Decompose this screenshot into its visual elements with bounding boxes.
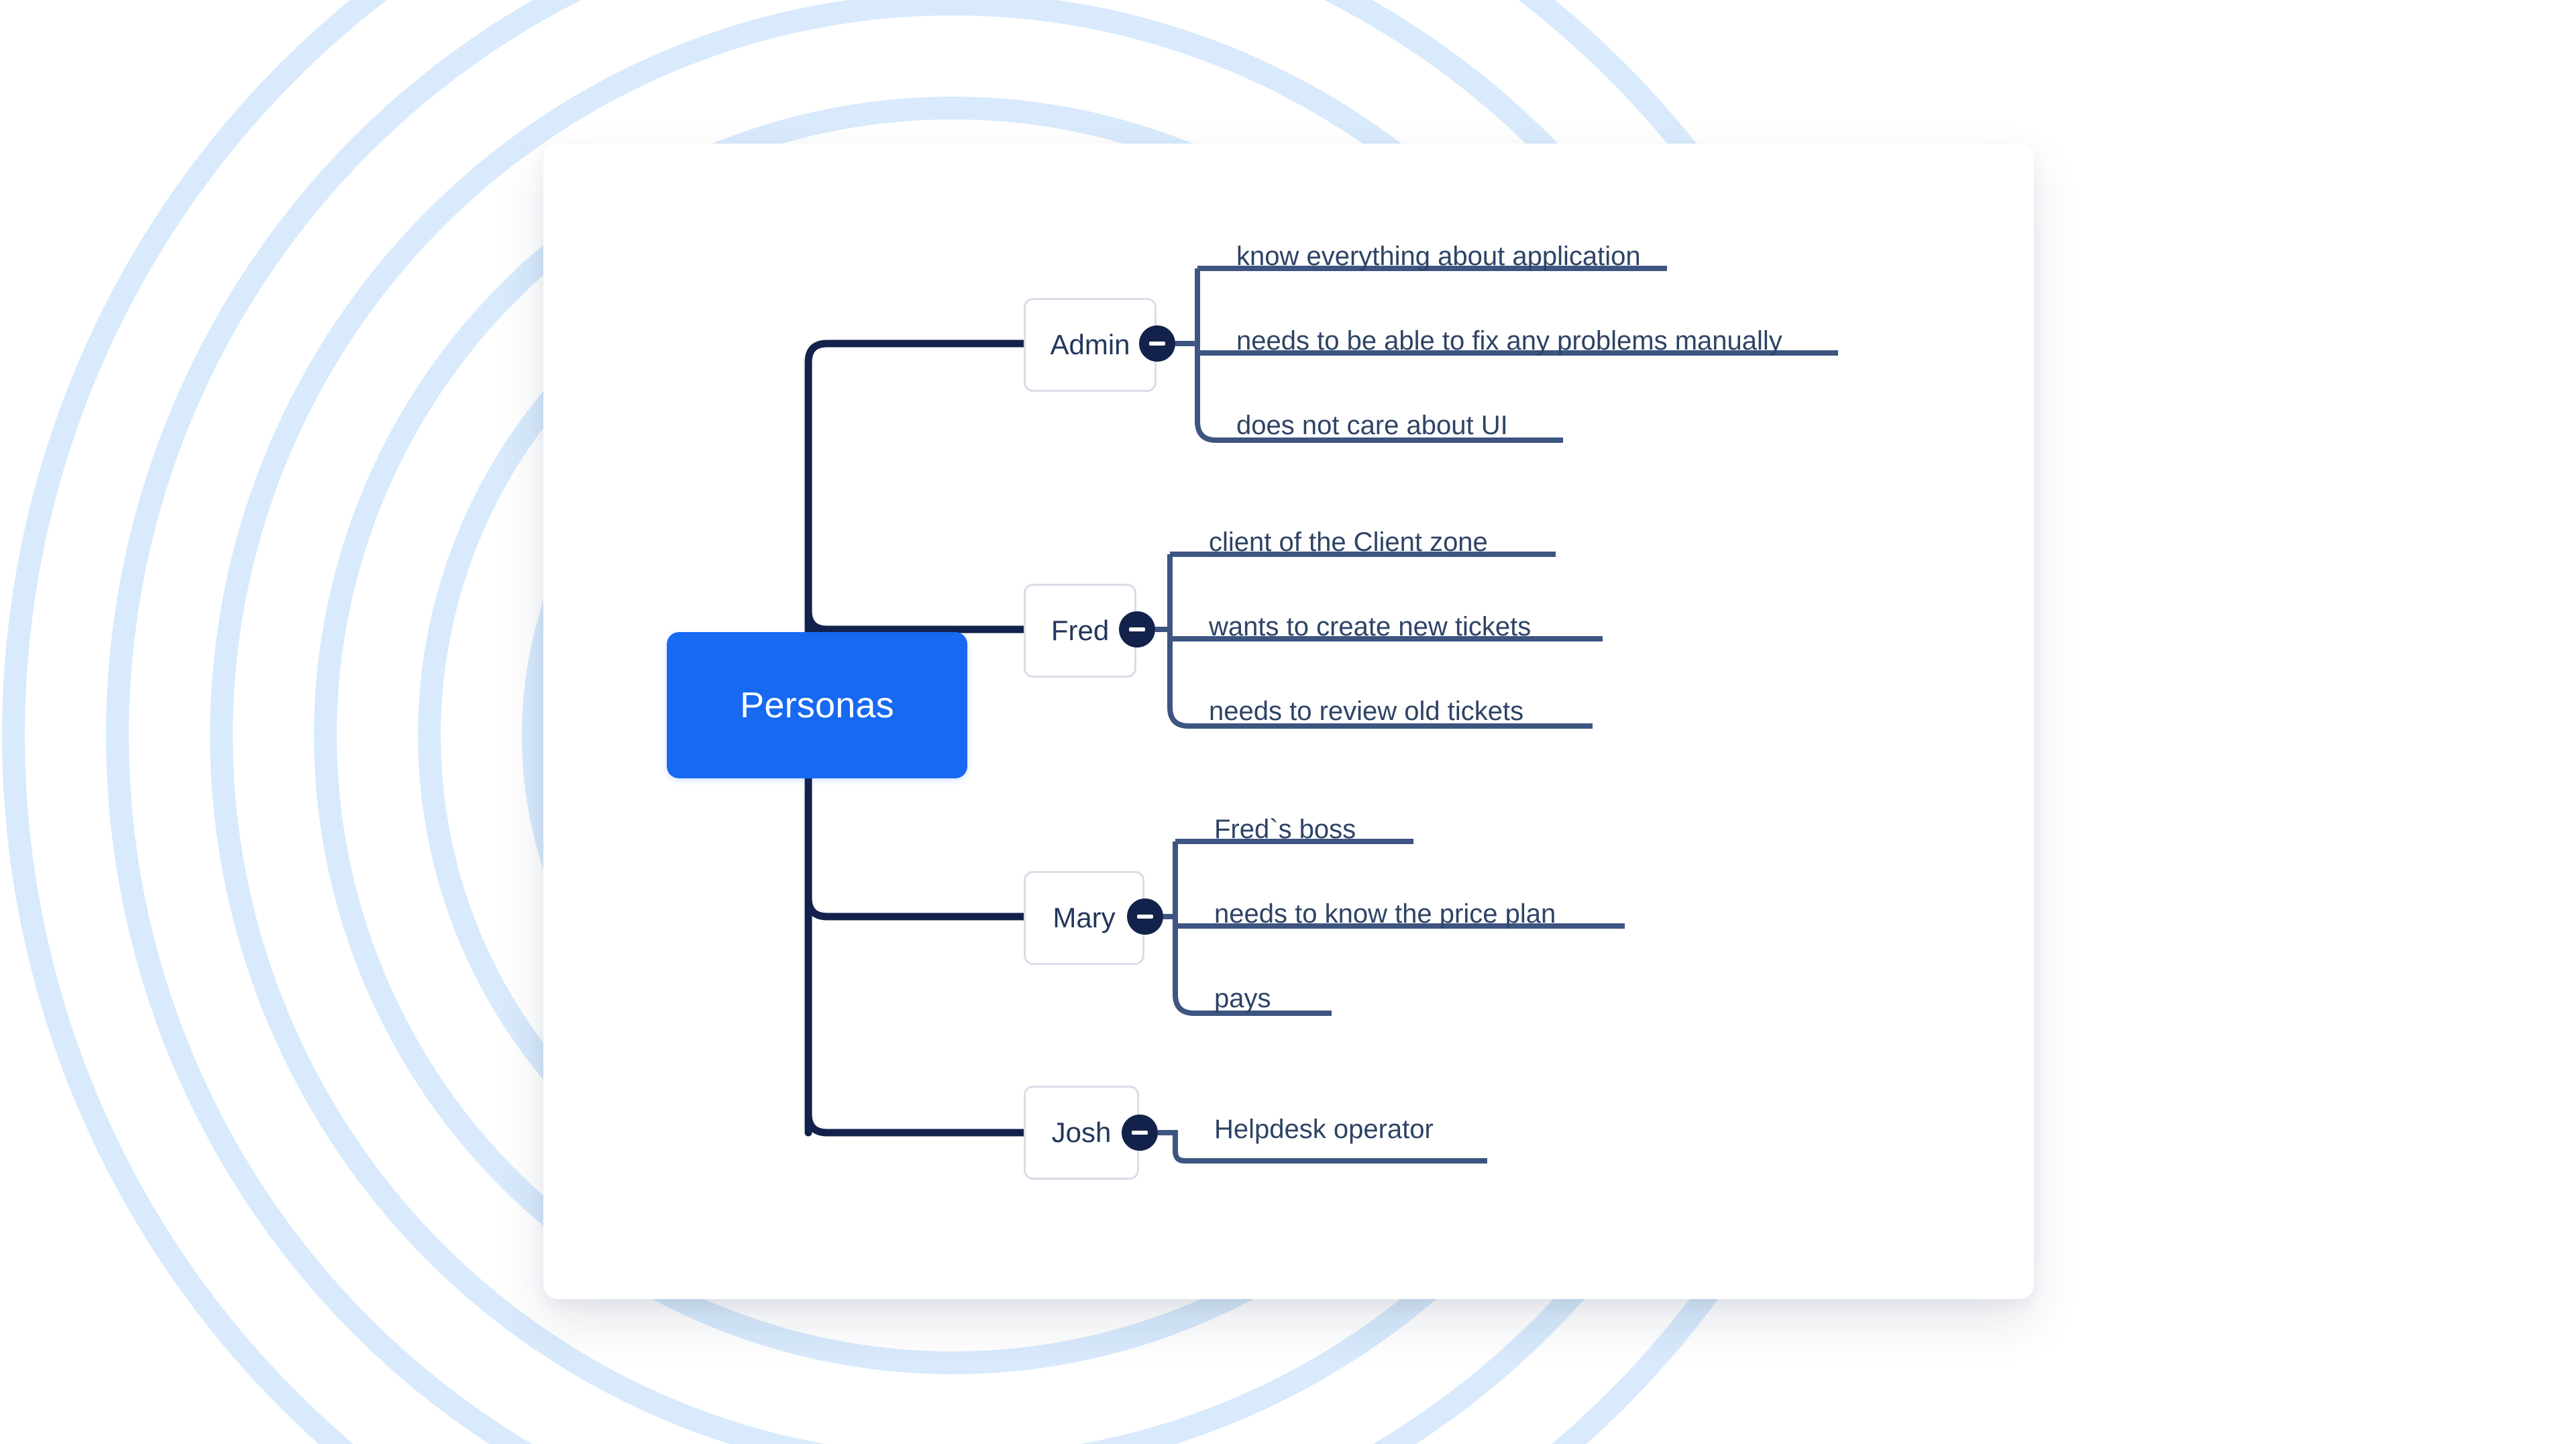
- persona-box-admin[interactable]: Admin: [1024, 298, 1157, 392]
- collapse-toggle-fred[interactable]: [1119, 611, 1155, 648]
- persona-box-mary[interactable]: Mary: [1024, 871, 1144, 965]
- minus-icon: [1137, 915, 1153, 919]
- leaf-label-fred-1: client of the Client zone: [1209, 527, 1488, 557]
- leaf-label-admin-2: needs to be able to fix any problems man…: [1236, 326, 1782, 356]
- root-node-label: Personas: [740, 685, 894, 725]
- minus-icon: [1149, 342, 1165, 346]
- persona-box-josh[interactable]: Josh: [1024, 1086, 1139, 1180]
- leaf-label-fred-2: wants to create new tickets: [1209, 612, 1532, 641]
- collapse-toggle-josh[interactable]: [1122, 1115, 1158, 1151]
- leaf-label-mary-1: Fred`s boss: [1214, 815, 1356, 844]
- leaf-label-mary-2: needs to know the price plan: [1214, 899, 1556, 929]
- leaf-label-admin-3: does not care about UI: [1236, 411, 1508, 440]
- persona-box-fred[interactable]: Fred: [1024, 584, 1136, 678]
- leaf-label-fred-3: needs to review old tickets: [1209, 697, 1524, 726]
- persona-label-fred: Fred: [1051, 615, 1110, 646]
- persona-label-mary: Mary: [1053, 902, 1116, 933]
- minus-icon: [1132, 1131, 1148, 1135]
- leaf-label-josh-1: Helpdesk operator: [1214, 1115, 1434, 1144]
- leaf-label-admin-1: know everything about application: [1236, 242, 1641, 271]
- root-node-personas[interactable]: Personas: [667, 632, 967, 778]
- persona-label-admin: Admin: [1050, 329, 1130, 360]
- leaf-label-mary-3: pays: [1214, 984, 1271, 1013]
- persona-label-josh: Josh: [1051, 1117, 1112, 1148]
- collapse-toggle-mary[interactable]: [1127, 898, 1163, 935]
- minus-icon: [1129, 627, 1145, 631]
- collapse-toggle-admin[interactable]: [1139, 325, 1175, 362]
